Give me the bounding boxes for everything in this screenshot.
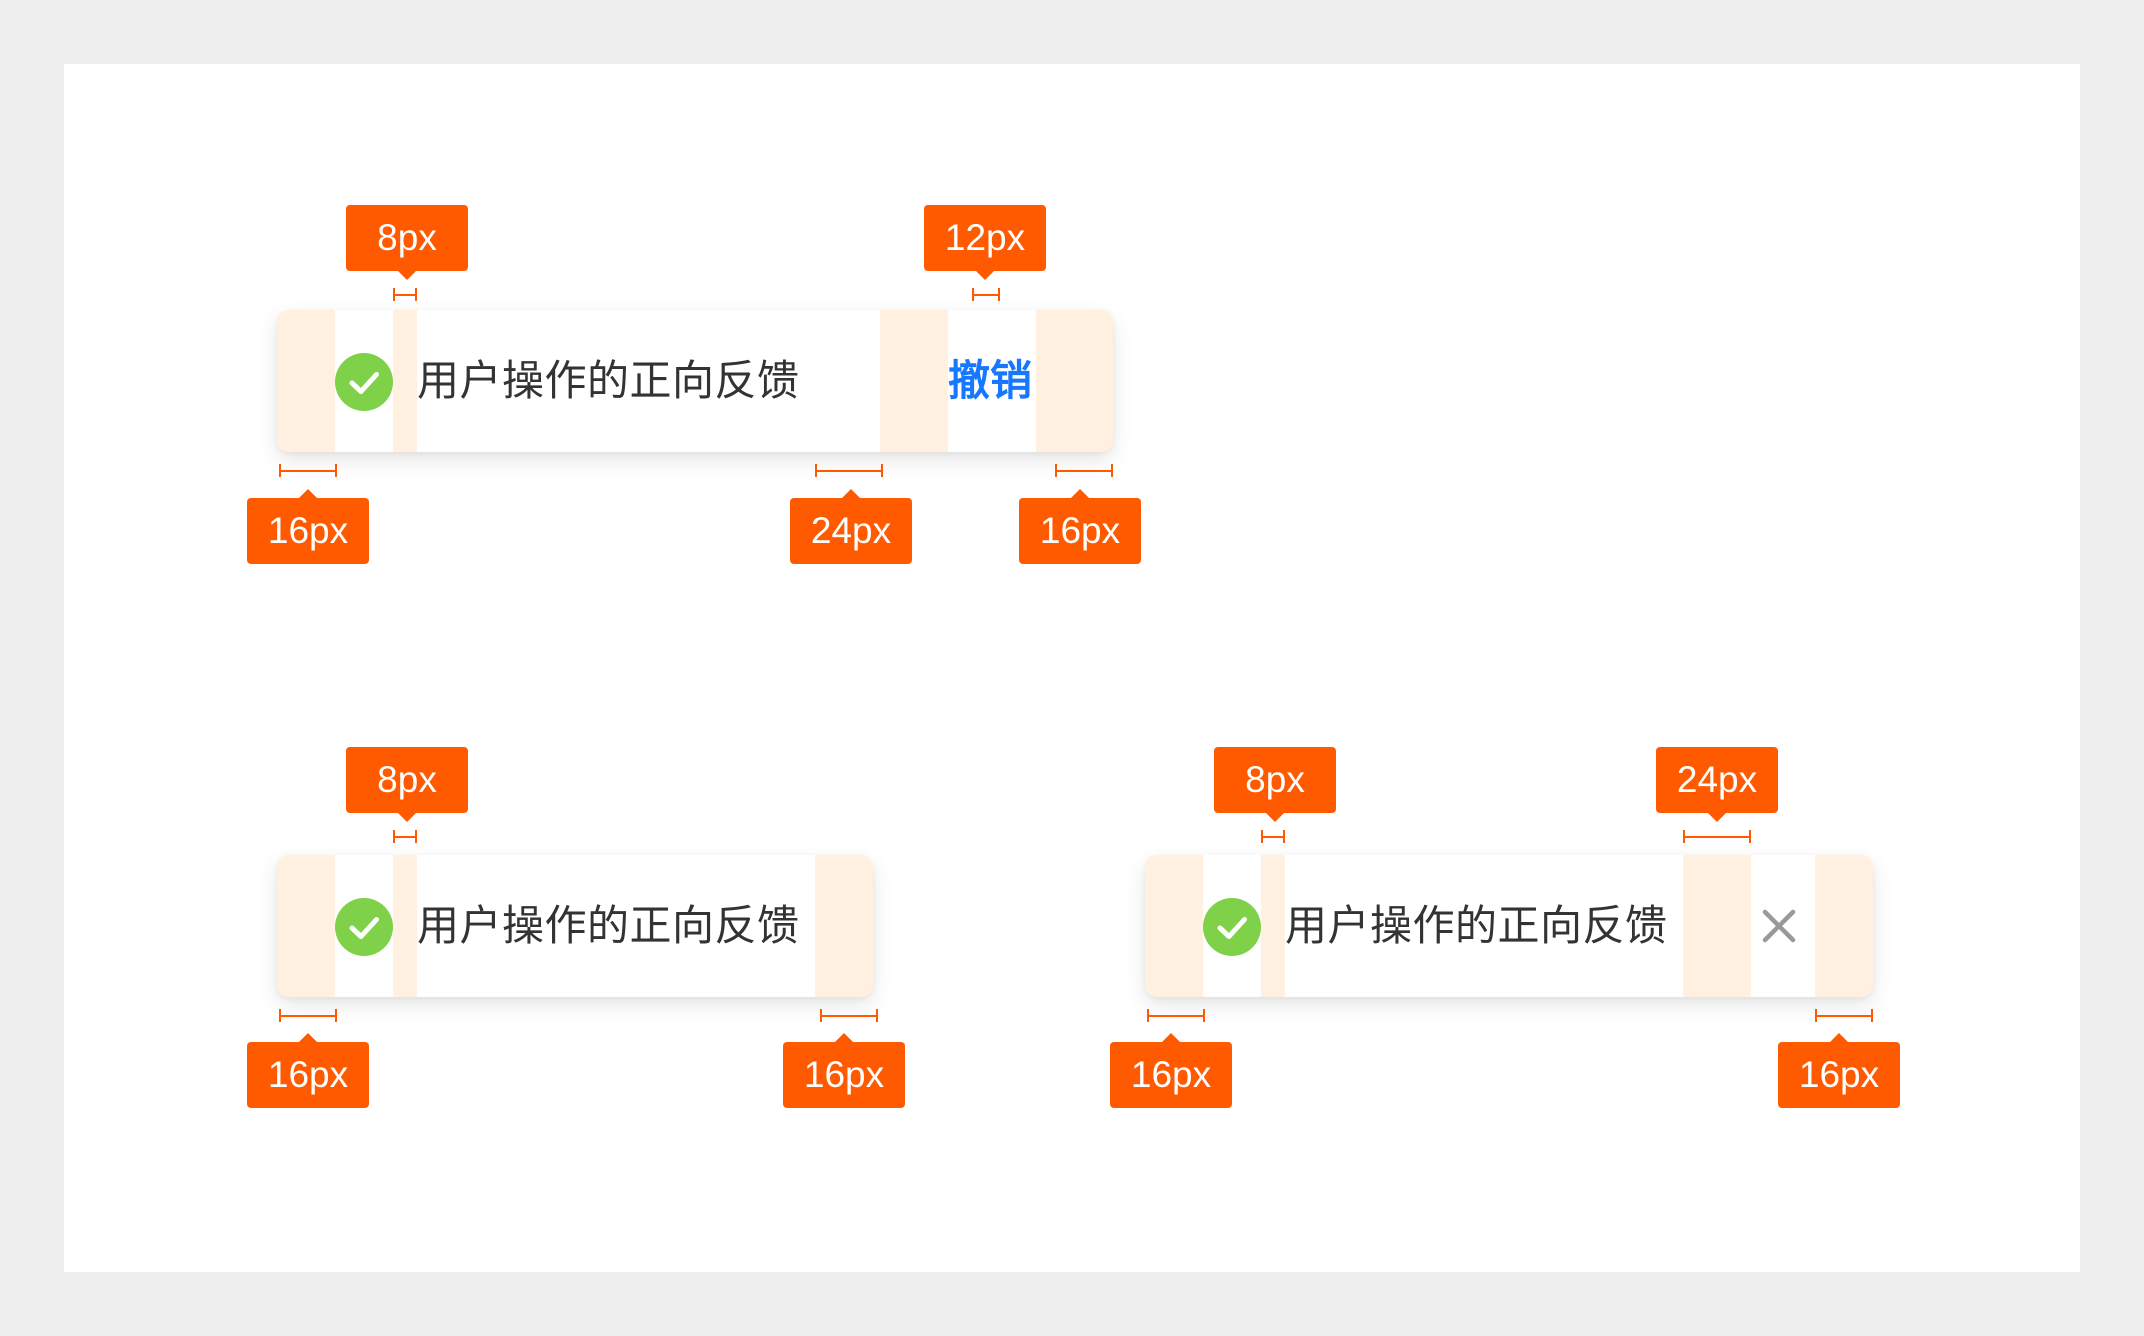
label-left-padding: 16px [247, 1033, 369, 1108]
dim-left-padding [279, 464, 337, 477]
padding-right-highlight [1815, 855, 1873, 997]
icon-gap-highlight [393, 855, 417, 997]
toast-with-close: 用户操作的正向反馈 [1145, 855, 1873, 997]
padding-right-highlight [815, 855, 873, 997]
label-icon-gap: 8px [346, 205, 468, 280]
padding-left-highlight [277, 310, 335, 452]
dim-text-action-gap [815, 464, 883, 477]
check-circle-icon [335, 898, 393, 956]
dim-action-close-gap [972, 288, 1000, 301]
close-icon[interactable] [1761, 908, 1797, 944]
dim-right-padding [1815, 1009, 1873, 1022]
toast-message: 用户操作的正向反馈 [417, 901, 800, 950]
icon-gap-highlight [393, 310, 417, 452]
icon-gap-highlight [1261, 855, 1285, 997]
toast-message-only: 用户操作的正向反馈 [277, 855, 873, 997]
label-icon-gap: 8px [346, 747, 468, 822]
toast-with-action: 用户操作的正向反馈 撤销 [277, 310, 1113, 452]
dim-left-padding [279, 1009, 337, 1022]
label-left-padding: 16px [1110, 1033, 1232, 1108]
text-close-gap-highlight [1683, 855, 1751, 997]
label-icon-gap: 8px [1214, 747, 1336, 822]
spec-canvas: 用户操作的正向反馈 撤销 8px 12px 16px 24px 16px 用户操… [64, 64, 2080, 1272]
undo-button[interactable]: 撤销 [948, 356, 1033, 405]
label-text-close-gap: 24px [1656, 747, 1778, 822]
label-right-padding: 16px [1778, 1033, 1900, 1108]
padding-right-highlight [1055, 310, 1113, 452]
padding-left-highlight [1145, 855, 1203, 997]
dim-icon-gap [393, 830, 417, 843]
toast-message: 用户操作的正向反馈 [1285, 901, 1668, 950]
dim-text-close-gap [1683, 830, 1751, 843]
label-action-close-gap: 12px [924, 205, 1046, 280]
dim-left-padding [1147, 1009, 1205, 1022]
dim-icon-gap [393, 288, 417, 301]
check-circle-icon [335, 353, 393, 411]
check-circle-icon [1203, 898, 1261, 956]
label-text-action-gap: 24px [790, 489, 912, 564]
label-right-padding: 16px [1019, 489, 1141, 564]
label-right-padding: 16px [783, 1033, 905, 1108]
label-left-padding: 16px [247, 489, 369, 564]
dim-icon-gap [1261, 830, 1285, 843]
dim-right-padding [1055, 464, 1113, 477]
dim-right-padding [820, 1009, 878, 1022]
padding-left-highlight [277, 855, 335, 997]
text-action-gap-highlight [880, 310, 948, 452]
toast-message: 用户操作的正向反馈 [417, 356, 800, 405]
